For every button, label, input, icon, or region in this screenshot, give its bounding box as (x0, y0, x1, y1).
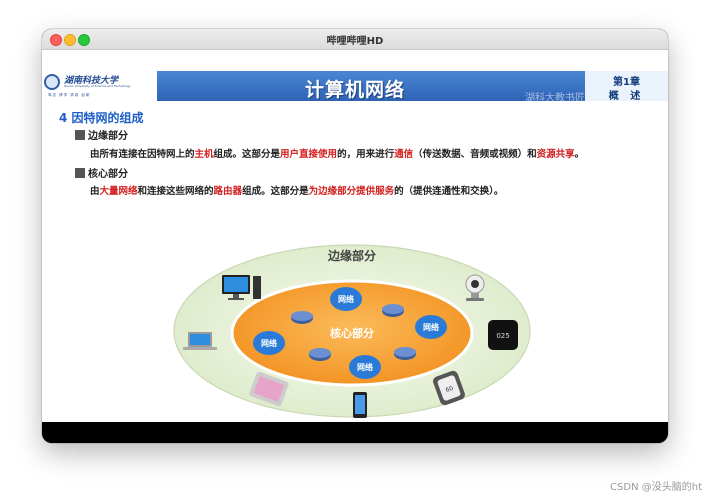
network-cloud-icon: 网络 (253, 331, 285, 355)
network-cloud-icon: 网络 (330, 287, 362, 311)
core-region-label: 核心部分 (330, 326, 374, 340)
window-title: 哔哩哔哩HD (326, 36, 384, 47)
slide-title: 计算机网络 (304, 79, 405, 101)
bullet-edge-label: 边缘部分 (88, 131, 128, 142)
router-icon (309, 348, 331, 361)
core-region (230, 279, 474, 387)
router-icon (382, 304, 404, 317)
highlight-span: 大量网络 (99, 186, 138, 197)
text-span: 的（提供连通性和交换）。 (394, 186, 504, 197)
logo-subtitle: Hunan University of Science and Technolo… (64, 84, 131, 88)
highlight-span: 通信 (394, 149, 414, 160)
text-span: 的，用来进行 (337, 149, 395, 160)
maximize-window-button[interactable] (78, 34, 90, 46)
highlight-span: 路由器 (213, 186, 243, 197)
core-description: 由大量网络和连接这些网络的路由器组成。这部分是为边缘部分提供服务的（提供连通性和… (90, 183, 503, 197)
smart-watch-face-icon: 025 (488, 320, 518, 350)
bullet-core: 核心部分 (75, 165, 128, 180)
desktop-computer-icon (222, 275, 261, 300)
network-cloud-icon: 网络 (415, 315, 447, 339)
csdn-credit: CSDN @没头脑的ht (610, 482, 702, 493)
text-span: （传送数据、音频或视频）和 (413, 149, 537, 160)
highlight-span: 资源共享 (536, 149, 575, 160)
university-logo: 湖南科技大学 Hunan University of Science and T… (42, 71, 157, 101)
chapter-subtitle: 概 述 (608, 91, 645, 102)
edge-description: 由所有连接在因特网上的主机组成。这部分是用户直接使用的，用来进行通信（传送数据、… (90, 146, 584, 160)
square-bullet-icon (75, 130, 85, 140)
network-label: 网络 (423, 322, 439, 332)
smartwatch-display: 60 (445, 385, 455, 394)
video-frame[interactable]: 湖南科技大学 Hunan University of Science and T… (42, 50, 668, 422)
internet-diagram: 边缘部分 核心部分 网络 网络 网络 网络 (173, 244, 531, 418)
webcam-icon (465, 274, 485, 301)
logo-text: 湖南科技大学 (64, 76, 119, 86)
text-span: 由 (90, 186, 100, 197)
smartphone-icon (353, 392, 367, 418)
watch-time: 025 (496, 332, 509, 340)
title-bar[interactable]: 哔哩哔哩HD (42, 29, 668, 50)
bullet-core-label: 核心部分 (88, 169, 128, 180)
app-window: 哔哩哔哩HD 湖南科技大学 Hunan University of Scienc… (42, 29, 668, 443)
network-label: 网络 (357, 362, 373, 372)
chapter-badge: 第1章 概 述 (585, 71, 668, 102)
text-span: 组成。这部分是 (213, 149, 281, 160)
highlight-span: 用户直接使用 (280, 149, 338, 160)
bullet-edge: 边缘部分 (75, 127, 128, 142)
watermark: 湖科大教书匠 (525, 93, 585, 104)
section-title: 4 因特网的组成 (59, 111, 144, 125)
highlight-span: 主机 (194, 149, 214, 160)
text-span: 和连接这些网络的 (137, 186, 214, 197)
network-label: 网络 (261, 338, 277, 348)
close-window-button[interactable] (50, 34, 62, 46)
slide-header: 湖南科技大学 Hunan University of Science and T… (42, 71, 668, 104)
square-bullet-icon (75, 168, 85, 178)
letterbox-bottom (42, 422, 668, 443)
edge-region-label: 边缘部分 (327, 248, 376, 263)
network-label: 网络 (338, 294, 354, 304)
text-span: 组成。这部分是 (242, 186, 309, 197)
laptop-icon (183, 332, 217, 350)
highlight-span: 为边缘部分提供服务 (308, 186, 395, 197)
university-seal-icon (44, 74, 60, 90)
tablet-icon (249, 371, 289, 407)
network-cloud-icon: 网络 (349, 355, 381, 379)
minimize-window-button[interactable] (64, 34, 76, 46)
router-icon (394, 347, 416, 360)
text-span: 。 (574, 149, 585, 160)
smartwatch-icon: 60 (433, 370, 465, 406)
slide-content: 湖南科技大学 Hunan University of Science and T… (42, 71, 668, 422)
text-span: 由所有连接在因特网上的 (90, 149, 195, 160)
chapter-label: 第1章 (613, 77, 640, 88)
router-icon (291, 311, 313, 324)
logo-motto: 笃志 博学 求真 创新 (48, 93, 91, 97)
